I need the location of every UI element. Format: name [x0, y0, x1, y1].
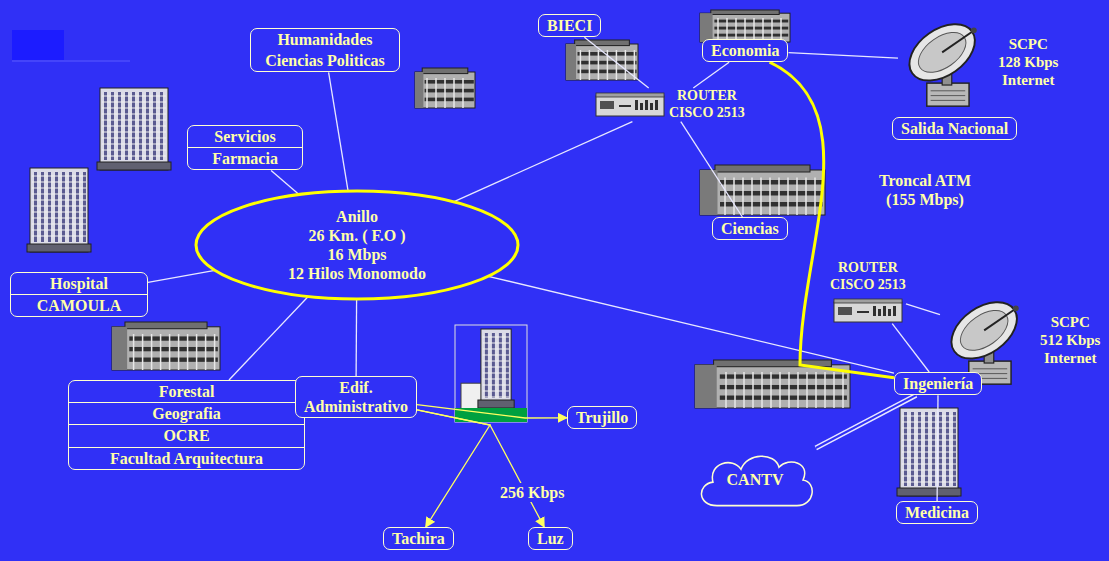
- building-label: Ciencias: [712, 217, 788, 240]
- link-line: [892, 324, 929, 372]
- link-line: [356, 299, 358, 376]
- text-column: ROUTERCISCO 2513: [669, 88, 745, 122]
- remote-site: Luz: [528, 527, 573, 550]
- node-text: 12 Hilos Monomodo: [288, 264, 426, 283]
- node-text: BIECI: [539, 15, 600, 36]
- node-text: Facultad Arquitectura: [69, 447, 304, 469]
- node-text: Tachira: [384, 528, 453, 549]
- node-text: CISCO 2513: [830, 277, 906, 294]
- tower-icon: [97, 88, 171, 170]
- node-text: CANTV: [727, 470, 784, 489]
- building-label: Edif. Administrativo: [295, 376, 417, 418]
- satellite-dish-icon: [898, 14, 994, 110]
- router: ROUTERCISCO 2513: [830, 260, 906, 324]
- atm-trunk: [770, 62, 894, 378]
- building-icon: [112, 322, 220, 370]
- carrier-cloud: CANTV: [693, 448, 817, 512]
- node-text: ROUTER: [830, 260, 906, 277]
- node-text: 26 Km. ( F.O ): [308, 226, 405, 245]
- building-icon: [700, 10, 790, 42]
- building-label: Ingeniería: [894, 372, 982, 395]
- node-text: OCRE: [69, 424, 304, 446]
- node-text: Ciencias: [713, 218, 787, 239]
- node-text: Edif. Administrativo: [296, 377, 416, 417]
- link-line: [329, 72, 349, 191]
- node-text: Humanidades: [251, 29, 399, 50]
- node-text: 512 Kbps: [1040, 331, 1100, 349]
- link-label: 256 Kbps: [498, 483, 566, 502]
- node-text: Medicina: [897, 502, 977, 523]
- building-icon: [700, 165, 825, 215]
- node-text: Ingeniería: [895, 373, 981, 394]
- node-text: Servicios: [188, 126, 302, 147]
- node-text: CISCO 2513: [669, 105, 745, 122]
- building-label: Economia: [702, 39, 788, 62]
- link-line: [789, 53, 899, 58]
- ring-outline: [194, 189, 520, 301]
- node-text: Forestal: [69, 381, 304, 402]
- remote-site: Tachira: [383, 527, 454, 550]
- node-text: ROUTER: [669, 88, 745, 105]
- router-icon: [595, 92, 665, 118]
- link-line: [148, 270, 215, 282]
- building-label: ForestalGeografiaOCREFacultad Arquitectu…: [68, 380, 305, 470]
- node-text: Geografia: [69, 402, 304, 424]
- link-label: Troncal ATM (155 Mbps): [867, 171, 983, 209]
- node-text: 16 Mbps: [327, 245, 386, 264]
- router: ROUTERCISCO 2513: [595, 88, 745, 122]
- node-text: CAMOULA: [11, 294, 147, 316]
- router-icon: [833, 298, 903, 324]
- link-line: [681, 122, 743, 217]
- admin-building-icon: [455, 325, 527, 422]
- building-icon: [415, 68, 475, 108]
- node-text: Ciencias Politicas: [251, 50, 399, 71]
- node-text: Economia: [703, 40, 787, 61]
- tower-icon: [27, 168, 91, 252]
- node-text: Internet: [1040, 349, 1100, 367]
- corner-block: [12, 30, 64, 60]
- link-line: [271, 170, 299, 194]
- building-label: ServiciosFarmacia: [187, 125, 303, 170]
- fiber-ring: Anillo26 Km. ( F.O )16 Mbps12 Hilos Mono…: [194, 189, 520, 301]
- node-text: 128 Kbps: [998, 53, 1058, 71]
- node-text: SCPC: [998, 35, 1058, 53]
- building-label: BIECI: [538, 14, 601, 37]
- node-text: Hospital: [11, 273, 147, 294]
- link-line: [906, 304, 940, 315]
- corner-rule: [12, 61, 130, 62]
- building-label: HumanidadesCiencias Politicas: [250, 28, 400, 72]
- arrow-link: [417, 405, 567, 418]
- remote-site: Trujillo: [567, 406, 637, 429]
- building-label: HospitalCAMOULA: [10, 272, 148, 317]
- arrow-link: [417, 410, 490, 527]
- node-text: Trujillo: [568, 407, 636, 428]
- building-label: Medicina: [896, 501, 978, 524]
- link-line: [229, 297, 308, 381]
- text-column: ROUTERCISCO 2513: [830, 260, 906, 294]
- double-link: [816, 395, 916, 448]
- text-column: SCPC128 KbpsInternet: [998, 35, 1058, 89]
- node-text: Luz: [529, 528, 572, 549]
- tower-icon: [897, 408, 961, 496]
- node-text: Salida Nacional: [893, 118, 1016, 139]
- arrow-link: [417, 410, 544, 527]
- link-line: [937, 395, 939, 501]
- text-column: SCPC512 KbpsInternet: [1040, 313, 1100, 367]
- satellite-link: SCPC128 KbpsInternet: [898, 14, 1058, 110]
- node-text: Internet: [998, 71, 1058, 89]
- site-label: Salida Nacional: [892, 117, 1017, 140]
- node-text: Farmacia: [188, 147, 302, 169]
- ring-title: Anillo: [336, 207, 378, 226]
- link-line: [693, 62, 729, 88]
- node-text: SCPC: [1040, 313, 1100, 331]
- link-line: [454, 122, 633, 202]
- link-line: [584, 37, 648, 88]
- building-icon: [566, 40, 638, 80]
